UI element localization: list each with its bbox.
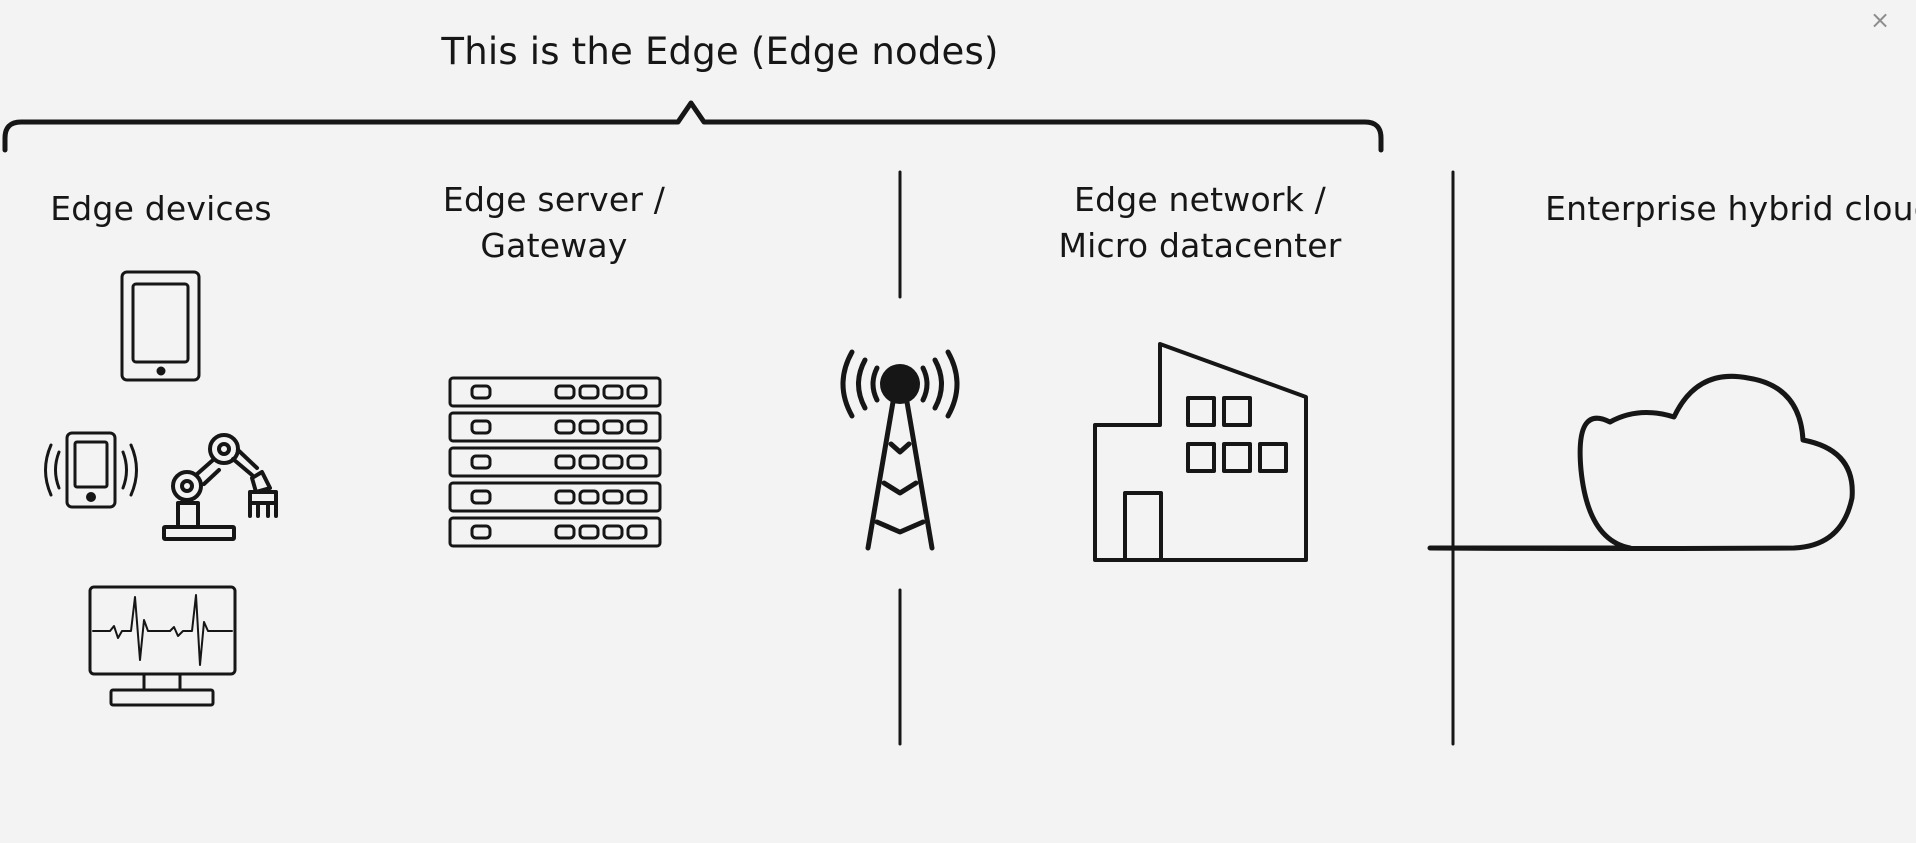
label-edge-devices: Edge devices <box>50 189 272 228</box>
monitor-waveform-icon <box>88 585 237 707</box>
label-hybrid-cloud: Enterprise hybrid cloud <box>1545 189 1916 228</box>
factory-building-icon <box>1093 342 1308 562</box>
server-unit <box>448 376 662 408</box>
server-unit <box>448 411 662 443</box>
server-rack-icon <box>448 376 662 548</box>
label-edge-server: Edge server / Gateway <box>420 177 688 269</box>
label-edge-network-line1: Edge network / <box>1074 180 1326 219</box>
server-unit <box>448 516 662 548</box>
label-edge-server-line1: Edge server / <box>442 180 666 219</box>
close-icon[interactable]: × <box>1869 6 1891 34</box>
diagram-title: This is the Edge (Edge nodes) <box>441 30 999 73</box>
cloud-icon <box>1427 373 1855 551</box>
label-edge-network: Edge network / Micro datacenter <box>1040 177 1360 269</box>
edge-brace <box>2 100 1384 153</box>
label-edge-server-line2: Gateway <box>480 226 628 265</box>
label-edge-network-line2: Micro datacenter <box>1058 226 1342 265</box>
robotic-arm-icon <box>162 433 278 541</box>
server-unit <box>448 446 662 478</box>
cell-tower-icon <box>840 349 960 551</box>
vibrating-phone-icon <box>44 431 138 509</box>
tablet-icon <box>120 270 201 382</box>
server-unit <box>448 481 662 513</box>
